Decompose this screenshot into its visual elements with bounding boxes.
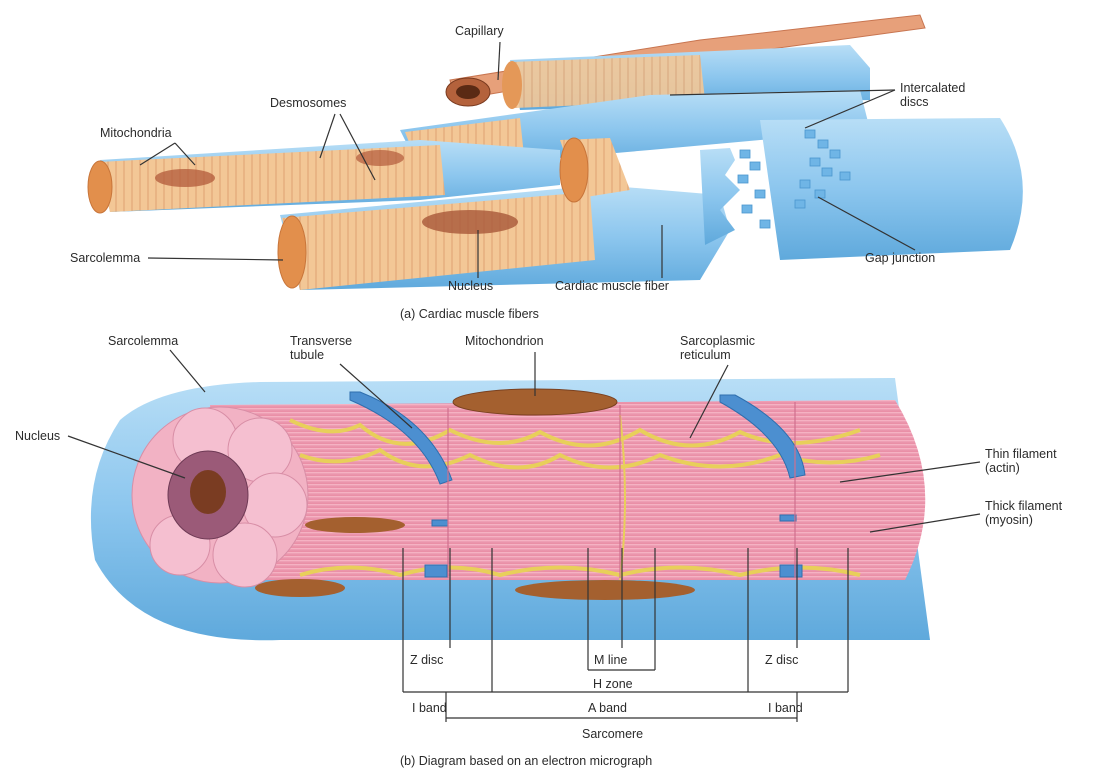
label-capillary: Capillary [455,24,504,38]
caption-panel-a: (a) Cardiac muscle fibers [400,307,539,321]
label-intercalated-discs-2: discs [900,95,928,109]
label-thin-filament-1: Thin filament [985,447,1057,461]
label-gap-junction: Gap junction [865,251,935,265]
caption-panel-b: (b) Diagram based on an electron microgr… [400,754,652,768]
label-nucleus-a: Nucleus [448,279,493,293]
label-z-disc-left: Z disc [410,653,443,667]
label-cardiac-muscle-fiber: Cardiac muscle fiber [555,279,669,293]
label-mitochondrion: Mitochondrion [465,334,544,348]
label-sarcolemma-a: Sarcolemma [70,251,140,265]
label-m-line: M line [594,653,627,667]
label-intercalated-discs-1: Intercalated [900,81,965,95]
label-z-disc-right: Z disc [765,653,798,667]
label-sarcoplasmic-reticulum-2: reticulum [680,348,731,362]
label-nucleus-b: Nucleus [15,429,60,443]
label-transverse-tubule-2: tubule [290,348,324,362]
label-thick-filament-1: Thick filament [985,499,1063,513]
label-mitochondria: Mitochondria [100,126,172,140]
panel-a-illustration [88,15,1023,290]
label-thick-filament-2: (myosin) [985,513,1033,527]
label-thin-filament-2: (actin) [985,461,1020,475]
label-desmosomes: Desmosomes [270,96,346,110]
label-i-band-right: I band [768,701,803,715]
label-sarcoplasmic-reticulum-1: Sarcoplasmic [680,334,755,348]
myofibril-shape [210,400,925,580]
label-h-zone: H zone [593,677,633,691]
panel-b-illustration [91,378,930,640]
label-a-band: A band [588,701,627,715]
label-i-band-left: I band [412,701,447,715]
label-sarcomere: Sarcomere [582,727,643,741]
label-sarcolemma-b: Sarcolemma [108,334,178,348]
label-transverse-tubule-1: Transverse [290,334,352,348]
